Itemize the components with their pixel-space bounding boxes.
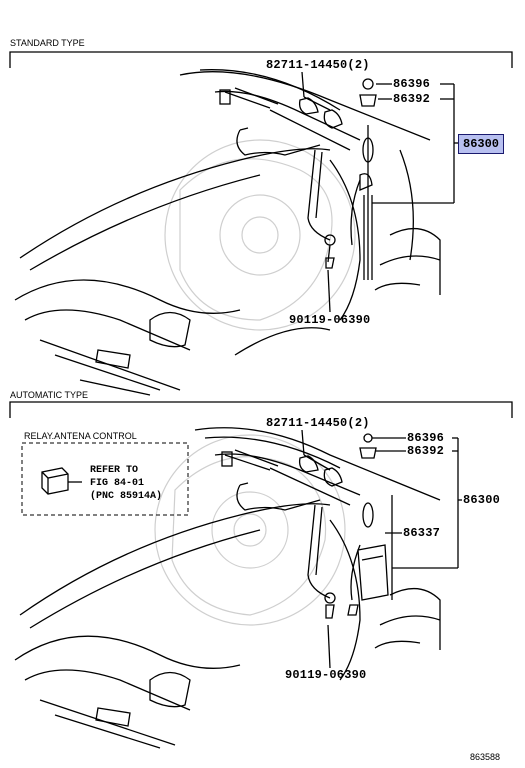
antenna-assembly-top (236, 78, 377, 280)
relay-ref-line3: (PNC 85914A) (90, 491, 163, 502)
standard-type-title: STANDARD TYPE (10, 38, 85, 48)
part-number-86392-automatic[interactable]: 86392 (407, 444, 445, 458)
leader-lines-bottom (301, 429, 462, 669)
part-number-86396-automatic[interactable]: 86396 (407, 431, 445, 445)
relay-ref-line2[interactable]: FIG 84-01 (90, 478, 145, 489)
automatic-type-title: AUTOMATIC TYPE (10, 390, 89, 400)
part-number-90119-standard[interactable]: 90119-06390 (289, 313, 371, 327)
standard-frame (9, 51, 513, 68)
leader-lines-top (301, 71, 458, 313)
part-number-82711-automatic[interactable]: 82711-14450(2) (266, 416, 370, 430)
diagram-code: 863588 (470, 752, 501, 762)
watermark-emblem-top (164, 139, 356, 331)
part-number-82711-standard[interactable]: 82711-14450(2) (266, 58, 370, 72)
part-number-90119-automatic[interactable]: 90119-06390 (285, 668, 367, 682)
watermark-emblem-bottom (154, 434, 346, 626)
automatic-frame (9, 401, 513, 418)
relay-component-icon (41, 467, 82, 495)
part-number-86300-automatic[interactable]: 86300 (463, 493, 501, 507)
relay-ref-line1: REFER TO (90, 465, 139, 476)
part-number-86396-standard[interactable]: 86396 (393, 77, 431, 91)
relay-box-title: RELAY.ANTENA CONTROL (24, 431, 137, 441)
part-number-86300-standard-highlighted[interactable]: 86300 (458, 134, 505, 154)
car-body-top (14, 69, 441, 396)
part-number-86337-automatic[interactable]: 86337 (403, 526, 441, 540)
antenna-assembly-bottom (236, 433, 393, 619)
part-number-86392-standard[interactable]: 86392 (393, 92, 431, 106)
car-body-bottom (14, 427, 441, 749)
